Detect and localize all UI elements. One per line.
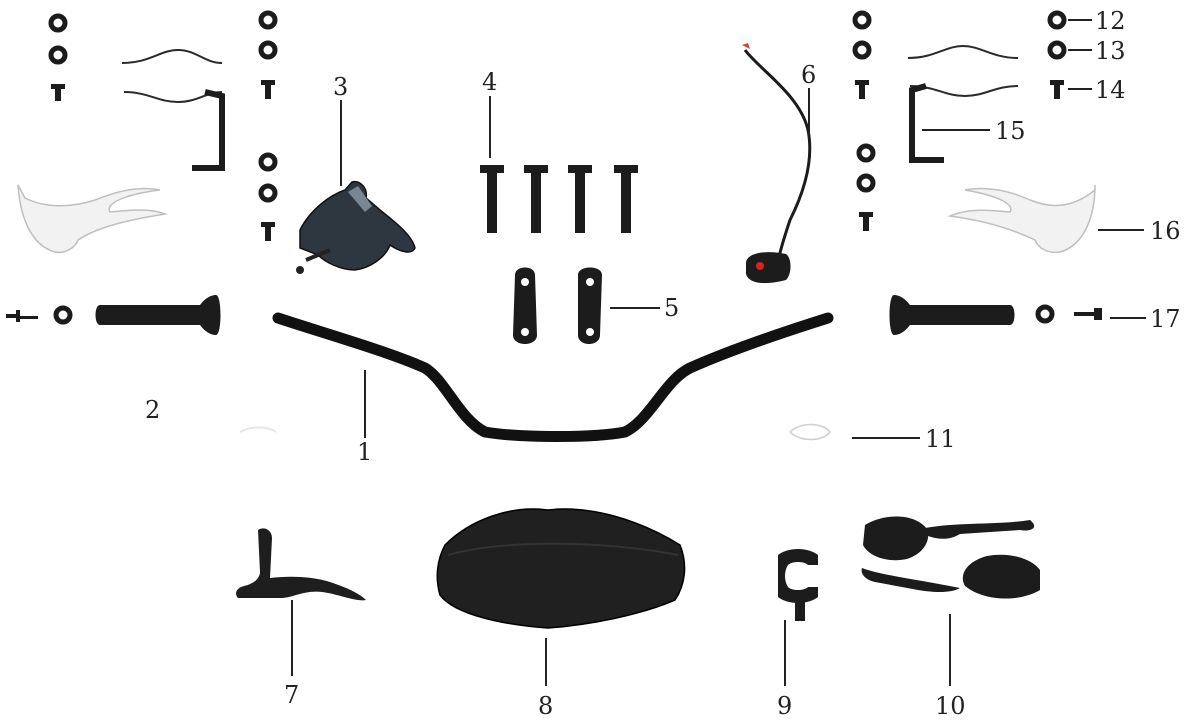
master-cylinder-body: [299, 180, 416, 271]
callout-13: 13: [1095, 37, 1126, 65]
faint-ring-left: [239, 426, 277, 433]
washer-icon: [1035, 304, 1055, 324]
clamp-upper-plate: [907, 44, 1019, 59]
wire-terminal: [742, 43, 750, 49]
clamp-lower-plate: [909, 85, 1019, 98]
bolt-icon: [859, 212, 873, 231]
red-button-icon: [756, 262, 764, 270]
left-hand-guard: [17, 184, 168, 254]
callout-17: 17: [1150, 305, 1181, 333]
callout-labels: 1 2 3 4 5 6 7 8 9 10 11 12 13 14 15 16 1…: [145, 7, 1181, 720]
callout-7: 7: [284, 681, 299, 709]
screw-head-icon: [296, 266, 304, 274]
left-hardware-set-b: [258, 10, 278, 241]
clamp-left: [513, 267, 537, 344]
callout-4: 4: [482, 68, 497, 96]
left-grip: [95, 295, 221, 335]
mirror-stem-upper: [925, 520, 1035, 539]
callout-11: 11: [925, 425, 956, 453]
clamp-hole: [586, 328, 594, 336]
handlebar-clamps: [513, 267, 602, 344]
clamp-bolts: [480, 165, 638, 233]
callout-5: 5: [664, 294, 679, 322]
bracket-arm: [909, 83, 944, 163]
callout-1: 1: [357, 438, 372, 466]
washer-icon: [258, 152, 278, 172]
washer-icon: [48, 45, 68, 65]
bolt-icon: [51, 84, 65, 101]
end-bolt-icon: [1074, 308, 1102, 320]
mirror-head-lower: [962, 554, 1040, 599]
washer-icon: [856, 173, 876, 193]
flange-bolt-icon: [568, 165, 592, 233]
left-hardware-set-a: [48, 13, 68, 101]
flange-bolt-icon: [480, 165, 504, 233]
mount-screw: [305, 248, 331, 262]
switch-housing: [746, 252, 791, 284]
bracket-arm: [192, 89, 225, 171]
right-hardware-set-b: [1047, 10, 1067, 99]
callout-15: 15: [995, 117, 1026, 145]
callout-6: 6: [801, 61, 816, 89]
bolt-icon: [261, 80, 275, 99]
right-grip-assembly: [889, 295, 1102, 335]
washer-icon: [258, 10, 278, 30]
callout-12: 12: [1095, 7, 1126, 35]
left-grip-assembly: [6, 295, 221, 335]
leader-lines: [291, 19, 1146, 686]
clamp-stem: [795, 597, 805, 621]
mirror-head-upper: [863, 516, 929, 561]
mirror-stem-lower: [861, 568, 960, 592]
right-grip: [889, 295, 1015, 335]
callout-9: 9: [777, 692, 792, 720]
callout-8: 8: [538, 692, 553, 720]
washer-icon: [1047, 40, 1067, 60]
washer-icon: [852, 40, 872, 60]
callout-2: 2: [145, 396, 160, 424]
switch-wire: [743, 49, 812, 263]
callout-16: 16: [1150, 217, 1181, 245]
cover-ridge: [447, 542, 679, 556]
mirrors: [861, 516, 1040, 599]
washer-icon: [53, 305, 73, 325]
handlebar: [272, 312, 834, 442]
callout-3: 3: [333, 73, 348, 101]
clamp-upper-plate: [121, 48, 223, 64]
right-hardware-set-a: [852, 10, 876, 231]
clamp-right: [578, 267, 602, 344]
end-bolt-icon: [6, 310, 38, 322]
washer-icon: [258, 183, 278, 203]
clamp-hole: [586, 278, 594, 286]
lever-perch-assembly: [296, 180, 416, 274]
washer-icon: [852, 10, 872, 30]
bolt-icon: [1050, 80, 1064, 99]
right-hand-guard: [947, 184, 1096, 254]
bolt-icon: [855, 80, 869, 99]
washer-icon: [48, 13, 68, 33]
lever-body: [236, 528, 366, 601]
reservoir-cap: [348, 186, 372, 212]
bolt-icon: [261, 222, 275, 241]
brake-lever: [236, 528, 366, 601]
mirror-clamp: [778, 549, 818, 621]
faint-ring-right: [788, 423, 831, 441]
washer-icon: [1047, 10, 1067, 30]
headlight-cover: [436, 508, 686, 629]
clamp-ring: [778, 549, 818, 603]
left-guard-bracket: [121, 48, 225, 171]
clamp-hole: [521, 328, 529, 336]
washer-icon: [258, 40, 278, 60]
washer-icon: [856, 143, 876, 163]
clamp-hole: [521, 278, 529, 286]
right-guard-bracket: [907, 44, 1019, 163]
callout-10: 10: [935, 692, 966, 720]
flange-bolt-icon: [614, 165, 638, 233]
flange-bolt-icon: [524, 165, 548, 233]
callout-14: 14: [1095, 76, 1126, 104]
kill-switch-assembly: [742, 43, 812, 284]
